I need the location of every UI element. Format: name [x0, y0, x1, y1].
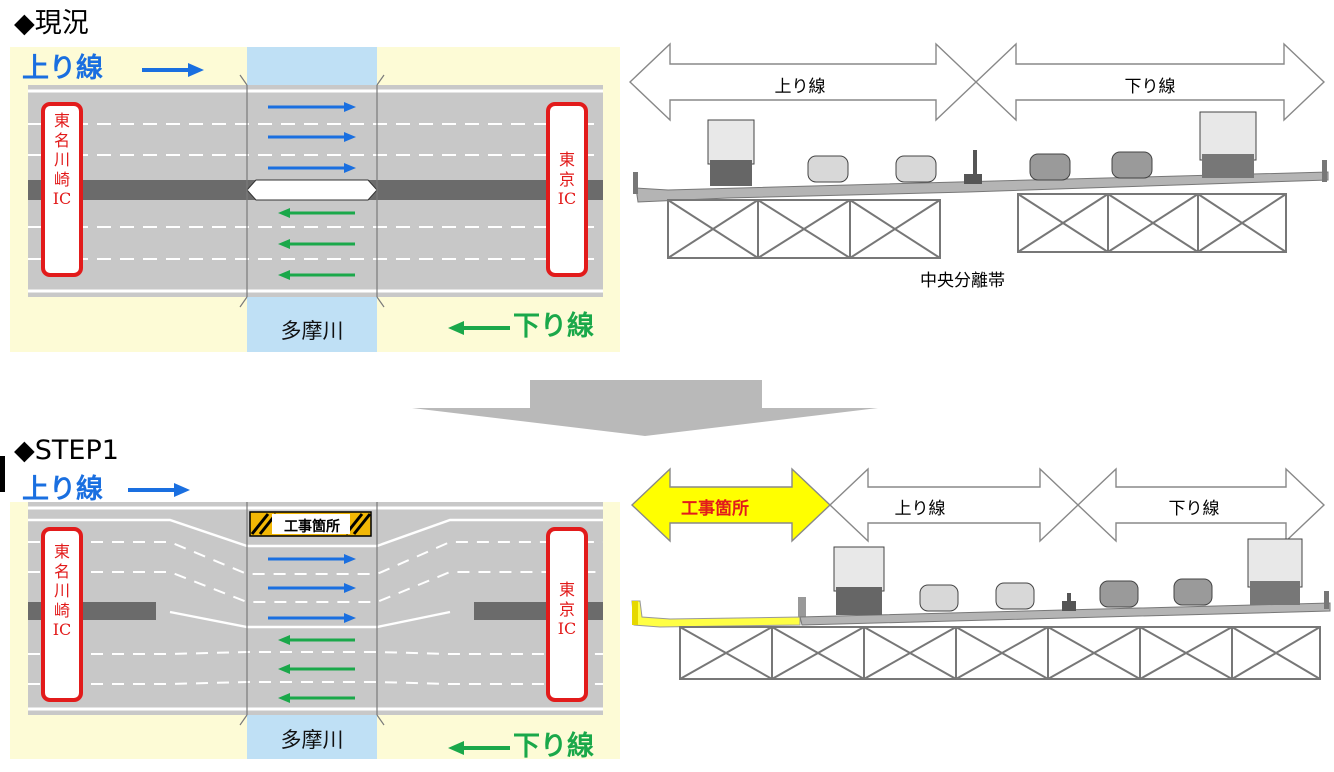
current-up-lane-arrows	[268, 102, 356, 173]
current-right-ic-label: 東 京 IC	[557, 150, 577, 209]
step1-up-direction-arrow	[128, 483, 190, 497]
step1-cross-work-label: 工事箇所	[681, 499, 749, 519]
step1-work-sign-label: 工事箇所	[284, 519, 340, 535]
step1-down-direction-arrow	[448, 741, 510, 755]
current-plan-view	[10, 47, 620, 352]
step1-plan-view	[10, 502, 620, 759]
current-up-line-label: 上り線	[22, 53, 103, 84]
step1-down-line-label: 下り線	[513, 731, 594, 762]
current-river-label: 多摩川	[280, 319, 344, 343]
step1-section-title: ◆STEP1	[14, 435, 119, 466]
step1-up-lane-arrows	[268, 554, 356, 623]
step1-down-lane-arrows	[278, 635, 355, 703]
step1-left-ic-label: 東 名 川 崎 IC	[52, 542, 72, 640]
current-width-arrows	[628, 42, 1326, 122]
current-down-line-label: 下り線	[513, 311, 594, 342]
step1-river-label: 多摩川	[280, 728, 344, 752]
step1-bridge-cross-section	[631, 538, 1331, 680]
current-cross-down-label: 下り線	[1124, 77, 1176, 97]
step1-cross-up-label: 上り線	[894, 499, 946, 519]
step1-vehicles	[833, 538, 1303, 615]
step1-width-arrows	[630, 467, 1326, 543]
step1-cross-down-label: 下り線	[1168, 499, 1220, 519]
transition-down-arrow	[412, 380, 878, 436]
current-section-title: ◆現況	[14, 8, 89, 39]
current-up-direction-arrow	[142, 63, 204, 77]
current-median-label: 中央分離帯	[920, 271, 1005, 291]
current-left-ic-label: 東 名 川 崎 IC	[52, 111, 72, 209]
step1-right-ic-label: 東 京 IC	[557, 580, 577, 639]
current-vehicles	[707, 111, 1257, 186]
current-down-direction-arrow	[448, 321, 510, 335]
current-cross-up-label: 上り線	[774, 77, 826, 97]
step1-left-marker	[0, 456, 5, 492]
current-bridge-cross-section	[633, 111, 1329, 259]
step1-up-line-label: 上り線	[22, 474, 103, 505]
current-down-lane-arrows	[278, 208, 355, 280]
